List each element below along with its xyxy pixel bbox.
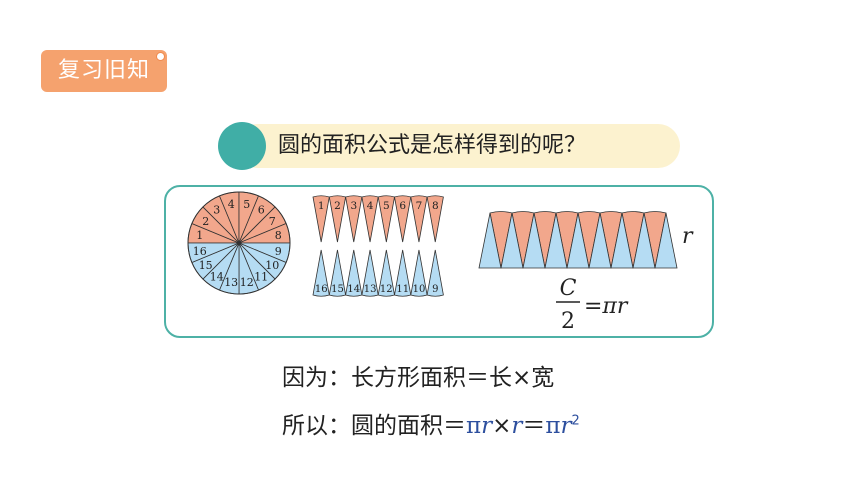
radius-symbol: r (560, 413, 572, 439)
rect-sector-bottom (610, 212, 634, 269)
circle-sector-label: 5 (243, 198, 250, 211)
circle-sector-label: 15 (199, 259, 213, 272)
rect-sector-bottom (588, 212, 612, 269)
fraction-denominator: 2 (561, 309, 575, 334)
radius-symbol: r (511, 413, 523, 439)
sector-top-label: 8 (432, 200, 439, 212)
sector-top-label: 3 (350, 200, 357, 212)
circle-sector-label: 10 (265, 259, 279, 272)
sector-bottom-label: 13 (364, 284, 377, 295)
sector-bottom-label: 15 (331, 284, 344, 295)
sector-bottom-label: 11 (396, 284, 409, 295)
therefore-prefix: 所以：圆的面积＝ (282, 413, 466, 439)
equals-symbol: ＝ (522, 413, 546, 439)
circle-sector-label: 7 (269, 215, 276, 228)
circle-sector-label: 4 (228, 198, 235, 211)
figure-panel (164, 185, 714, 338)
because-line: 因为：长方形面积＝长×宽 (282, 365, 555, 391)
therefore-line: 所以：圆的面积＝πr×r＝πr2 (282, 406, 580, 440)
rect-sector-bottom (566, 212, 590, 269)
circle-sector-label: 14 (210, 270, 224, 283)
circle-sector-label: 3 (213, 204, 220, 217)
rect-sector-bottom (544, 212, 568, 269)
circle-sector-label: 2 (202, 215, 209, 228)
sector-bottom-label: 14 (347, 284, 360, 295)
sector-top-label: 1 (318, 200, 325, 212)
rect-sector-bottom (522, 212, 546, 269)
circle-sector-label: 6 (258, 204, 265, 217)
circle-sector-label: 13 (224, 276, 238, 289)
circle-sector-label: 8 (275, 229, 282, 242)
radius-symbol: r (481, 413, 493, 439)
sector-top-label: 2 (334, 200, 341, 212)
tag-dot-icon (156, 52, 165, 61)
rect-sector-bottom (632, 212, 656, 269)
circle-sector-label: 1 (196, 229, 203, 242)
radius-label: r (682, 224, 694, 249)
sector-top-label: 4 (367, 200, 374, 212)
rect-sector-bottom (500, 212, 524, 269)
sector-top (426, 195, 444, 243)
sector-bottom (426, 249, 444, 297)
circle-sector-label: 11 (254, 270, 268, 283)
sector-bottom-label: 9 (432, 284, 438, 295)
sector-top-label: 5 (383, 200, 390, 212)
circle-sector-label: 12 (240, 276, 254, 289)
circle-sector-label: 16 (193, 245, 207, 258)
question-text: 圆的面积公式是怎样得到的呢？ (278, 133, 587, 158)
sector-bottom-label: 12 (380, 284, 393, 295)
sector-bottom-label: 16 (315, 284, 328, 295)
times-symbol: × (492, 413, 512, 439)
pi-symbol: π (545, 413, 561, 439)
exponent: 2 (571, 413, 580, 429)
circle-outline (187, 191, 291, 295)
sector-top-label: 7 (416, 200, 423, 212)
sector-rows: 1 16 2 15 3 14 4 13 5 12 6 11 7 10 8 9 (312, 195, 444, 297)
section-tag: 复习旧知 (41, 50, 167, 92)
question-bar (236, 124, 680, 168)
rect-sector-bottom (478, 212, 502, 269)
pi-symbol: π (466, 413, 482, 439)
section-tag-label: 复习旧知 (57, 58, 150, 83)
fraction-numerator: C (560, 276, 577, 301)
sector-top-label: 6 (399, 200, 406, 212)
sector-bottom-label: 10 (413, 284, 426, 295)
approx-rectangle (478, 211, 678, 269)
circle-sector-label: 9 (275, 245, 282, 258)
rect-sector-bottom (654, 212, 678, 269)
fraction-result: =πr (584, 294, 629, 319)
question-circle-icon (218, 122, 266, 170)
